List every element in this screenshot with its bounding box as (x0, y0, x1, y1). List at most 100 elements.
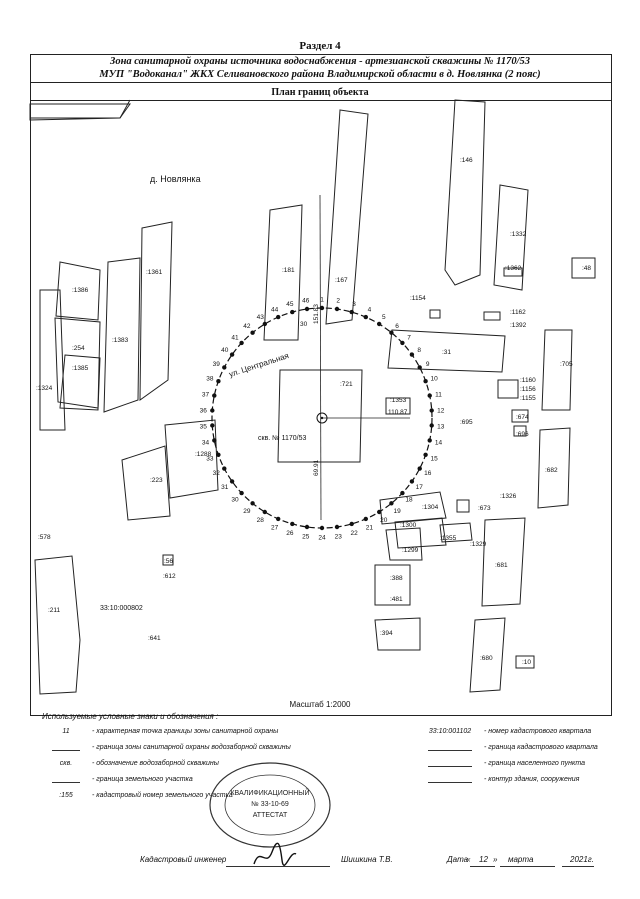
legend-text: - граница населенного пункта (484, 760, 585, 767)
boundary-point (250, 330, 255, 335)
map-label: :1355 (440, 535, 457, 542)
map-label: 151.83 (313, 304, 320, 324)
map-label: :146 (460, 157, 473, 164)
boundary-point (400, 340, 405, 346)
boundary-point-label: 26 (286, 530, 294, 537)
stamp-number: № 33-10-69 (251, 801, 289, 808)
boundary-point (222, 466, 227, 471)
boundary-point (427, 438, 432, 443)
map-label: :1353 (390, 397, 407, 404)
stamp-header: КВАЛИФИКАЦИОННЫЙ (230, 788, 309, 797)
date-label: Дата (447, 855, 469, 864)
well-marker (316, 412, 328, 424)
legend-symbol (44, 744, 88, 751)
boundary-point (229, 352, 235, 357)
legend-item: - граница населенного пункта (420, 760, 640, 774)
map-label: :1162 (510, 309, 526, 316)
boundary-point-label: 1 (320, 297, 324, 304)
boundary-point (262, 321, 267, 327)
legend-text: - граница кадастрового квартала (484, 744, 598, 751)
map-label: :695 (460, 419, 473, 426)
boundary-point-label: 19 (393, 508, 401, 515)
legend-symbol (420, 776, 480, 783)
section-title: Раздел 4 (299, 40, 341, 52)
engineer-name: Шишкина Т.В. (341, 855, 393, 864)
boundary-point-label: 5 (382, 314, 386, 321)
boundary-point-label: 21 (366, 525, 374, 532)
boundary-point (239, 340, 244, 346)
map-label: :1156 (520, 386, 536, 393)
boundary-point (409, 352, 415, 357)
map-label: :1362 (505, 265, 522, 272)
map-label: :1155 (520, 395, 536, 402)
boundary-point-label: 4 (368, 306, 372, 313)
map-label: :1154 (410, 295, 426, 302)
boundary-point (212, 393, 217, 398)
map-label: :223 (150, 477, 163, 484)
legend-symbol: скв. (59, 760, 73, 767)
boundary-point-label: 20 (380, 517, 388, 524)
map-label: :1385 (72, 365, 89, 372)
boundary-point-label: 32 (213, 470, 221, 477)
boundary-point (349, 521, 354, 527)
signature (253, 842, 297, 866)
legend-symbol (420, 760, 480, 767)
stamp-word: АТТЕСТАТ (253, 812, 288, 819)
map-label: :1329 (470, 541, 487, 548)
legend-symbol (420, 744, 480, 751)
legend-text: - граница зоны санитарной охраны водозаб… (92, 744, 291, 751)
map-label: скв. № 1170/53 (258, 435, 307, 442)
boundary-point-label: 36 (200, 407, 208, 414)
boundary-point-label: 28 (257, 517, 265, 524)
boundary-point-label: 25 (302, 533, 310, 540)
map-label: :1304 (422, 504, 439, 511)
boundary-point-label: 41 (231, 334, 239, 341)
boundary-point (363, 516, 368, 522)
boundary-point (290, 521, 295, 527)
legend-item: - контур здания, сооружения (420, 776, 640, 790)
map-label: :674 (516, 414, 529, 421)
boundary-point-label: 46 (302, 298, 310, 305)
boundary-point (417, 365, 422, 370)
boundary-point (400, 490, 405, 496)
boundary-point-label: 39 (213, 361, 221, 368)
map-label: :167 (335, 277, 348, 284)
boundary-point (377, 509, 382, 515)
boundary-point (262, 509, 267, 515)
title-line-2: МУП "Водоканал" ЖКХ Селивановского район… (99, 69, 541, 80)
date-year: 2021г. (570, 855, 594, 864)
map-label: :31 (442, 349, 451, 356)
boundary-point-label: 13 (437, 424, 445, 431)
boundary-point (304, 306, 310, 312)
legend-item: скв.- обозначение водозаборной скважины (44, 760, 274, 774)
map-label: :254 (72, 345, 85, 352)
boundary-point (363, 314, 368, 320)
boundary-point-label: 16 (424, 470, 432, 477)
boundary-point-label: 30 (231, 497, 239, 504)
boundary-point-label: 8 (417, 347, 421, 354)
boundary-point-label: 6 (395, 323, 399, 330)
boundary-point (210, 423, 215, 428)
boundary-point (429, 408, 434, 413)
map-label: 110.87 (388, 409, 408, 416)
boundary-point-label: 3 (352, 301, 356, 308)
boundary-point-label: 22 (350, 530, 358, 537)
legend-item: - граница земельного участка (44, 776, 274, 790)
boundary-point (349, 309, 354, 315)
scale-label: Масштаб 1:2000 (289, 700, 351, 709)
boundary-point (319, 525, 325, 531)
map-label: :612 (163, 573, 176, 580)
map-label: :1332 (510, 231, 527, 238)
map-label: :696 (516, 431, 529, 438)
map-label: 30 (300, 321, 308, 328)
boundary-point (216, 452, 221, 457)
attestat-stamp: КВАЛИФИКАЦИОННЫЙ № 33-10-69 АТТЕСТАТ (209, 762, 331, 848)
map-label: :1361 (146, 269, 163, 276)
boundary-point-label: 31 (221, 484, 229, 491)
legend-text: - контур здания, сооружения (484, 776, 580, 783)
map-label: ул. Центральная (228, 351, 290, 379)
legend-item: 11- характерная точка границы зоны санит… (44, 728, 278, 742)
boundary-point (389, 330, 394, 335)
map-label: :211 (48, 607, 61, 614)
